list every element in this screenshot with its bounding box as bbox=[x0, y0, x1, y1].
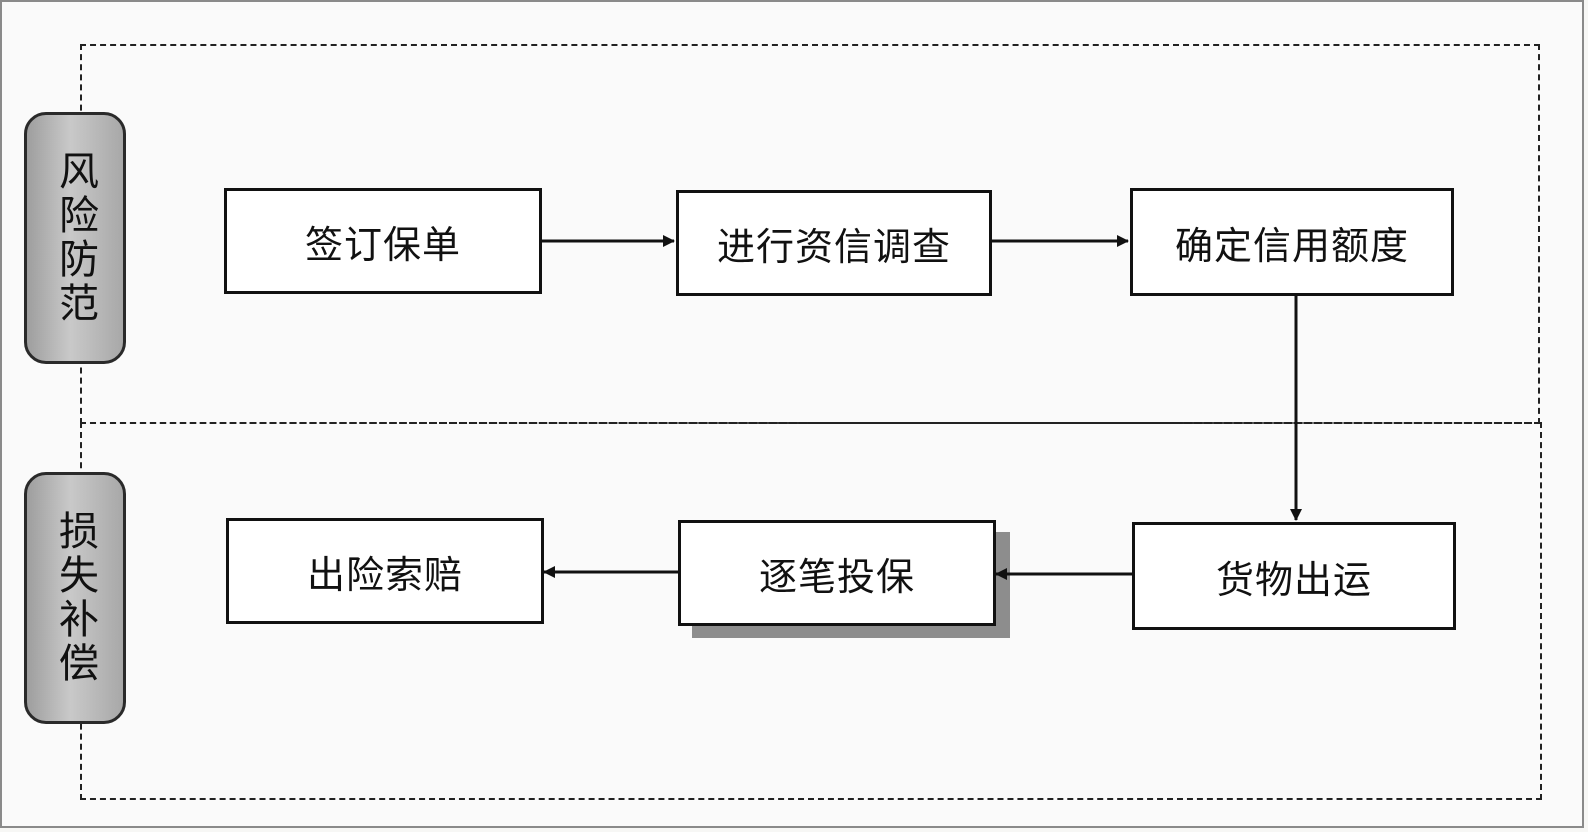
node-insure-each-shipment: 逐笔投保 bbox=[678, 520, 996, 626]
label-risk-prevention: 风险防范 bbox=[24, 112, 126, 364]
label-loss-compensation: 损失补偿 bbox=[24, 472, 126, 724]
label-risk-prevention-text: 风险防范 bbox=[52, 150, 98, 326]
node-determine-credit-limit: 确定信用额度 bbox=[1130, 188, 1454, 296]
node-credit-investigation: 进行资信调查 bbox=[676, 190, 992, 296]
node-file-claim: 出险索赔 bbox=[226, 518, 544, 624]
label-loss-compensation-text: 损失补偿 bbox=[52, 510, 98, 686]
node-sign-policy: 签订保单 bbox=[224, 188, 542, 294]
node-goods-shipment: 货物出运 bbox=[1132, 522, 1456, 630]
